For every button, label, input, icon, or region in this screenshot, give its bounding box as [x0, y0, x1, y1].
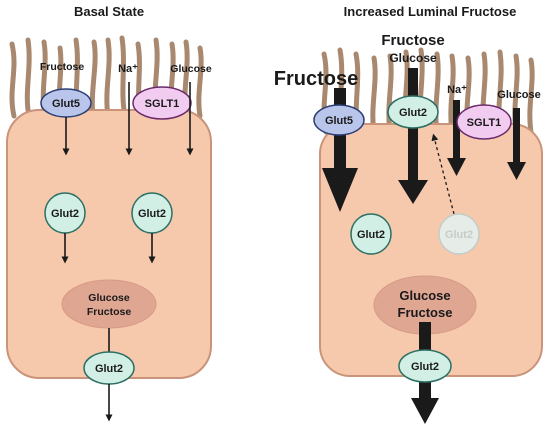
luminal-apical-glut2-transporter [387, 95, 439, 129]
basal-sodium-label: Na⁺ [118, 63, 138, 75]
luminal-basolateral-glut2-label: Glut2 [411, 361, 439, 373]
basal-sglt1-label: SGLT1 [145, 98, 180, 110]
luminal-fructose-uptake-arrow [322, 88, 358, 212]
luminal-glut2-vesicle [350, 213, 392, 255]
luminal-pool-glucose-label: Glucose [399, 288, 450, 303]
basal-pool-glucose-label: Glucose [88, 292, 130, 304]
basal-basolateral-glut2-label: Glut2 [95, 363, 123, 375]
luminal-glucose-uptake-arrow [507, 108, 526, 180]
luminal-sodium-label: Na⁺ [447, 84, 467, 96]
luminal-apical-glut2-label: Glut2 [399, 107, 427, 119]
luminal-sglt1-transporter [456, 104, 512, 140]
luminal-faded-glut2-label: Glut2 [445, 229, 473, 241]
luminal-fructose-top-label: Fructose [381, 32, 444, 49]
luminal-fructose-large-label: Fructose [274, 68, 358, 90]
basal-panel-title: Basal State [74, 4, 144, 19]
luminal-basolateral-glut2 [398, 349, 452, 383]
luminal-faded-glut2-vesicle [438, 213, 480, 255]
basal-glut5-label: Glut5 [52, 98, 80, 110]
basal-fructose-label: Fructose [40, 61, 85, 73]
luminal-glut5-transporter [313, 104, 365, 136]
luminal-pool-fructose-label: Fructose [398, 305, 453, 320]
luminal-glut2-uptake-arrow [398, 68, 428, 204]
luminal-panel: Increased Luminal Fructose Fructose Fruc… [274, 4, 543, 424]
luminal-panel-title: Increased Luminal Fructose [344, 4, 517, 19]
basal-sugar-pool [61, 279, 157, 329]
luminal-sodium-uptake-arrow [447, 100, 466, 176]
luminal-glut5-label: Glut5 [325, 115, 353, 127]
basal-panel: Basal State Fructose Na⁺ Glucose Glut5 [6, 4, 212, 422]
luminal-glut2-translocation-arrow [431, 133, 455, 215]
luminal-glut2-vesicle-label: Glut2 [357, 229, 385, 241]
luminal-glucose-top-label: Glucose [389, 51, 437, 65]
basal-pool-fructose-label: Fructose [87, 306, 132, 318]
basal-glucose-label: Glucose [170, 63, 212, 75]
basal-glut2-left-label: Glut2 [51, 208, 79, 220]
luminal-sglt1-label: SGLT1 [467, 117, 502, 129]
basal-glut2-right-label: Glut2 [138, 208, 166, 220]
basal-sglt1-transporter [132, 86, 192, 120]
luminal-glucose-label: Glucose [497, 89, 540, 101]
